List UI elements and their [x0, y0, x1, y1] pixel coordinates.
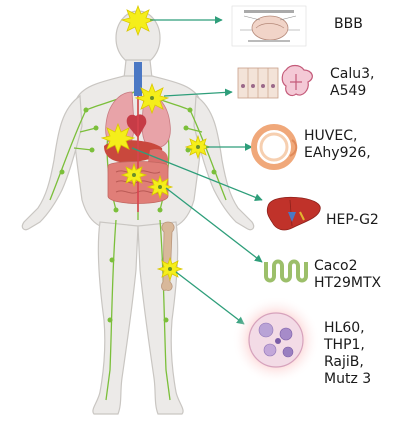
- right-leg: [138, 222, 183, 414]
- label-calu3-a549: Calu3, A549: [330, 66, 374, 100]
- right-arm: [194, 96, 254, 230]
- lung-epithelium-icon: [238, 66, 312, 99]
- label-line: RajiB,: [324, 354, 371, 371]
- blood-vessel-icon: [254, 127, 296, 167]
- starburst-liver: [102, 124, 134, 153]
- label-line: EAhy926,: [304, 145, 371, 162]
- label-line: Mutz 3: [324, 371, 371, 388]
- label-line: HUVEC,: [304, 128, 371, 145]
- label-hl60-thp1-rajib-mutz3: HL60, THP1, RajiB, Mutz 3: [324, 320, 371, 388]
- label-hep-g2: HEP-G2: [326, 212, 379, 229]
- label-line: Calu3,: [330, 66, 374, 83]
- label-bbb: BBB: [334, 16, 363, 33]
- label-line: THP1,: [324, 337, 371, 354]
- trachea: [134, 62, 142, 96]
- brain-icon: [232, 6, 306, 46]
- label-line: HL60,: [324, 320, 371, 337]
- label-huvec-eahy926: HUVEC, EAhy926,: [304, 128, 371, 162]
- left-leg: [93, 222, 138, 414]
- arrow-hl: [176, 272, 244, 324]
- starburst-brain: [122, 6, 154, 35]
- label-line: A549: [330, 83, 374, 100]
- label-caco2-ht29mtx: Caco2 HT29MTX: [314, 258, 381, 292]
- left-arm: [22, 96, 82, 230]
- intestine-icon: [266, 262, 306, 281]
- label-line: HT29MTX: [314, 275, 381, 292]
- label-line: Caco2: [314, 258, 381, 275]
- label-line: HEP-G2: [326, 212, 379, 229]
- blood-cells-icon: [232, 296, 320, 384]
- label-line: BBB: [334, 16, 363, 33]
- liver-icon: [267, 197, 320, 230]
